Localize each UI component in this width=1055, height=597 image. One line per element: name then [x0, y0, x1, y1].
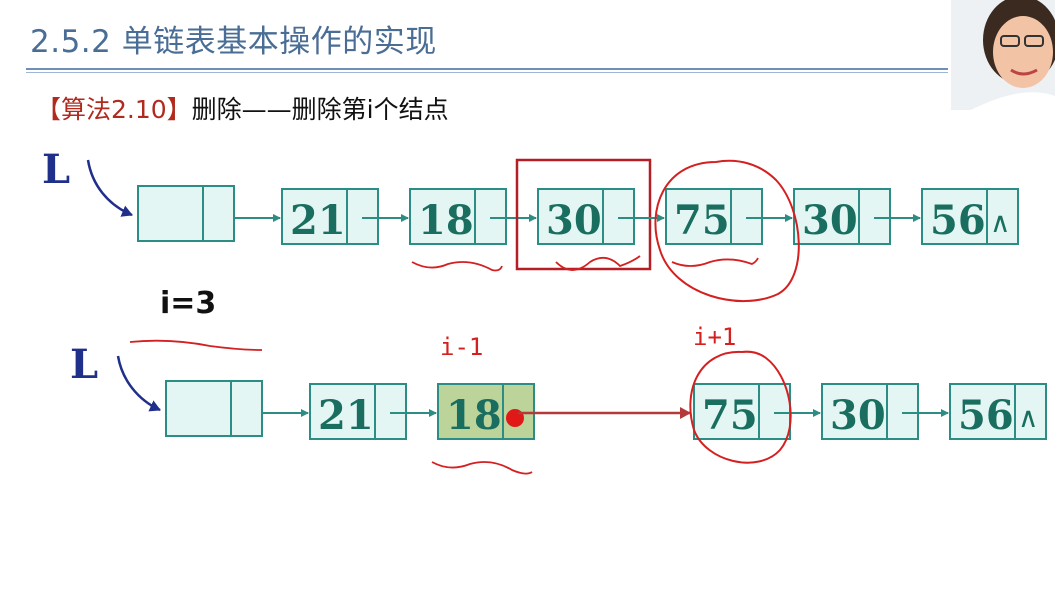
list-node: 75: [665, 188, 763, 245]
deleted-node-highlight-box: [515, 158, 652, 271]
node-value: 75: [674, 197, 730, 244]
node-value: 56: [958, 392, 1014, 439]
annotation-i-minus-1: i-1: [440, 333, 483, 361]
algorithm-description: 删除——删除第i个结点: [191, 95, 449, 124]
list-node-tail: 56 ∧: [949, 383, 1047, 440]
list-node-tail: 56 ∧: [921, 188, 1019, 245]
underline-annotation: [431, 461, 533, 475]
head-pointer-arrow-top: [86, 159, 133, 217]
page-title: 2.5.2 单链表基本操作的实现: [30, 24, 437, 60]
list-node: 21: [309, 383, 407, 440]
head-pointer-label-bottom: L: [70, 341, 98, 388]
node-value: 75: [702, 392, 758, 439]
node-value: 30: [546, 197, 602, 244]
list-node: 18: [409, 188, 507, 245]
list-node: 30: [821, 383, 919, 440]
presenter-avatar: [951, 0, 1055, 110]
head-pointer-arrow-bottom: [116, 355, 161, 412]
node-value: 56: [930, 197, 986, 244]
index-underline: [129, 339, 263, 351]
null-symbol: ∧: [990, 206, 1011, 239]
index-label: i=3: [160, 286, 217, 321]
circle-annotation: [654, 159, 800, 302]
list-node: 21: [281, 188, 379, 245]
node-value: 18: [446, 392, 502, 439]
pointer-dot-annotation: [506, 409, 524, 427]
head-node-bottom: [165, 380, 263, 437]
node-value: 18: [418, 197, 474, 244]
head-pointer-label-top: L: [42, 146, 70, 193]
node-value: 30: [802, 197, 858, 244]
underline-annotation: [411, 261, 503, 272]
title-divider-thin: [26, 72, 948, 73]
annotation-i-plus-1: i+1: [693, 323, 736, 351]
circle-annotation: [689, 350, 792, 464]
webcam-overlay: [951, 0, 1055, 110]
node-value: 30: [830, 392, 886, 439]
node-value: 21: [318, 392, 374, 439]
list-node: 30: [793, 188, 891, 245]
underline-annotation: [555, 255, 641, 271]
title-divider: [26, 68, 948, 70]
algorithm-heading: 【算法2.10】删除——删除第i个结点: [36, 90, 449, 126]
list-node-deleted: 30: [537, 188, 635, 245]
node-value: 21: [290, 197, 346, 244]
head-node-top: [137, 185, 235, 242]
underline-annotation: [671, 257, 759, 267]
null-symbol: ∧: [1018, 401, 1039, 434]
list-node-predecessor: 18: [437, 383, 535, 440]
algorithm-tag: 【算法2.10】: [36, 95, 192, 124]
list-node: 75: [693, 383, 791, 440]
